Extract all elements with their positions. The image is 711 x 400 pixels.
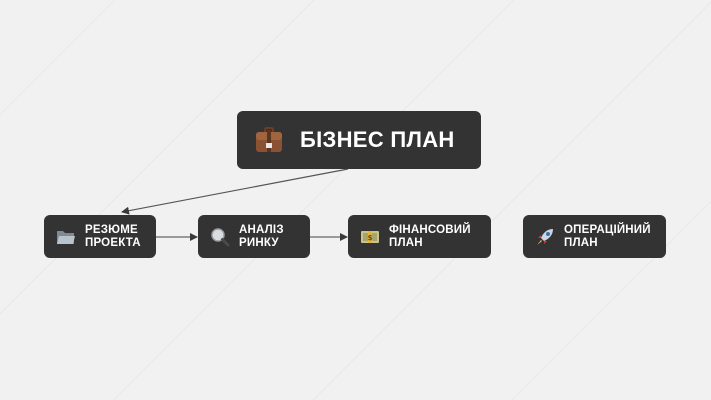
node-financial-plan[interactable]: $ ФІНАНСОВИЙ ПЛАН xyxy=(348,215,491,258)
node-market-analysis[interactable]: АНАЛІЗ РИНКУ xyxy=(198,215,310,258)
node-label: РЕЗЮМЕ ПРОЕКТА xyxy=(85,224,141,249)
node-label: АНАЛІЗ РИНКУ xyxy=(239,224,284,249)
briefcase-icon xyxy=(254,125,284,155)
node-project-summary[interactable]: РЕЗЮМЕ ПРОЕКТА xyxy=(44,215,156,258)
node-label: ОПЕРАЦІЙНИЙ ПЛАН xyxy=(564,224,651,249)
node-business-plan[interactable]: БІЗНЕС ПЛАН xyxy=(237,111,481,169)
magnifier-icon xyxy=(210,227,230,247)
edge-root-to-resume xyxy=(121,168,349,215)
node-label: БІЗНЕС ПЛАН xyxy=(300,127,455,153)
node-label: ФІНАНСОВИЙ ПЛАН xyxy=(389,224,471,249)
node-operational-plan[interactable]: ОПЕРАЦІЙНИЙ ПЛАН xyxy=(523,215,666,258)
money-icon: $ xyxy=(360,227,380,247)
folder-icon xyxy=(56,227,76,247)
svg-text:$: $ xyxy=(368,234,373,242)
rocket-icon xyxy=(535,227,555,247)
